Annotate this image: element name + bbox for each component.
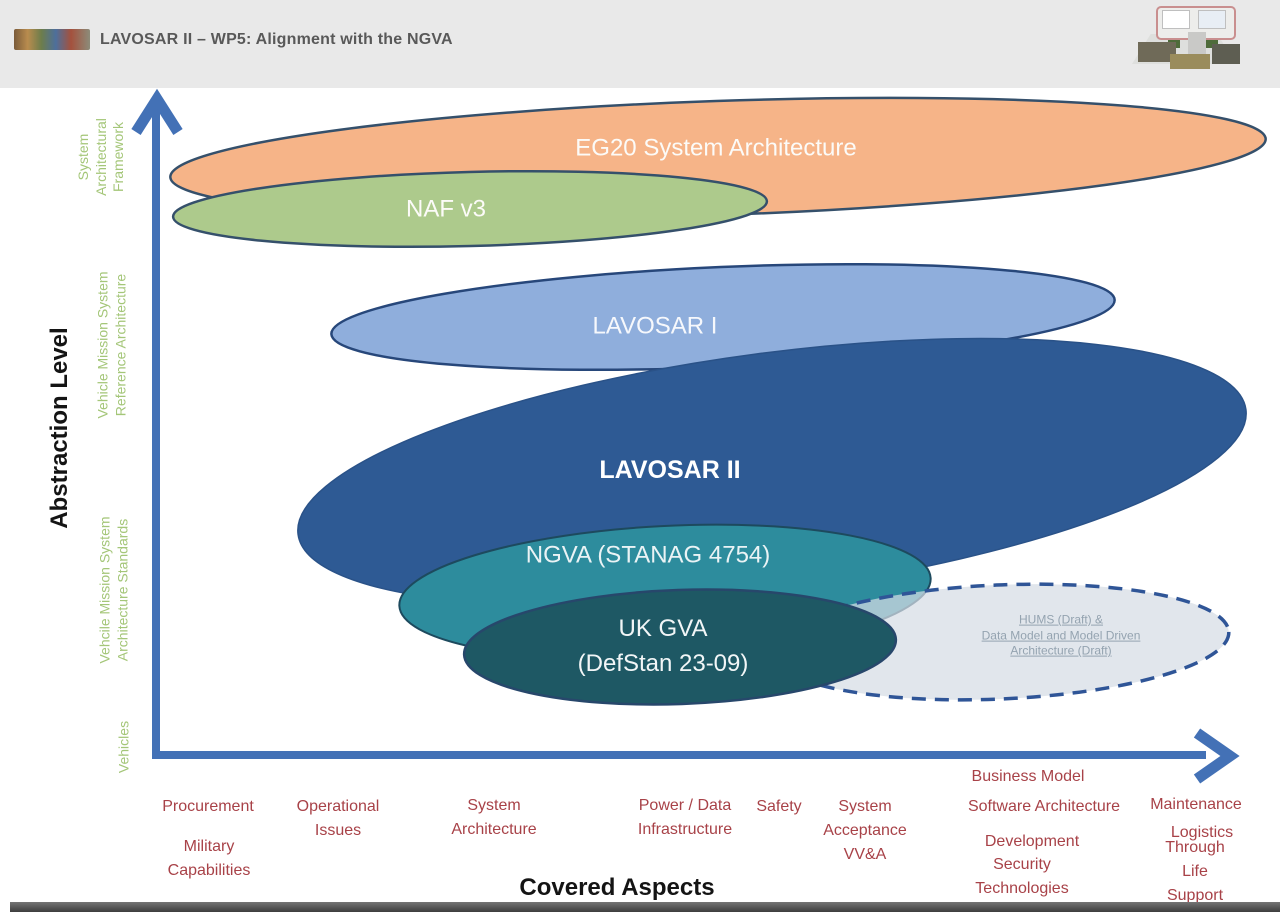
y-axis-arrowhead-icon — [131, 88, 183, 135]
y-tick-label: System Architectural Framework — [74, 118, 126, 196]
naf-v3-ellipse — [171, 169, 769, 249]
axis-layer — [131, 88, 1240, 784]
lavosar-2-label: LAVOSAR II — [599, 456, 741, 484]
x-category-label: Security Technologies — [975, 856, 1069, 897]
collage-screen-right — [1198, 10, 1226, 29]
y-tick-label: Vehicle Mission System Reference Archite… — [94, 271, 129, 419]
x-category-label: Operational Issues — [296, 798, 380, 839]
x-category-label: Safety — [756, 798, 802, 815]
uk-gva-ellipse — [462, 588, 898, 706]
x-category-label: Procurement — [162, 798, 254, 815]
hums-draft-label: HUMS (Draft) & Data Model and Model Driv… — [981, 612, 1141, 658]
x-axis-arrowhead-icon — [1193, 728, 1240, 784]
x-category-label: System Architecture — [451, 797, 537, 838]
collage-photo-right — [1212, 44, 1240, 64]
y-axis-title: Abstraction Level — [46, 327, 73, 529]
ngva-label: NGVA (STANAG 4754) — [525, 541, 771, 569]
x-category-label: Business Model — [971, 768, 1085, 785]
x-category-label: Through Life Support — [1165, 839, 1225, 904]
slide-title: LAVOSAR II – WP5: Alignment with the NGV… — [100, 31, 453, 48]
x-category-label: Maintenance — [1150, 796, 1242, 813]
ngva-collage-graphic — [1128, 4, 1240, 69]
slide-bottom-border — [10, 902, 1280, 912]
x-category-label: Military Capabilities — [167, 838, 251, 879]
x-category-label: Logistics — [1170, 824, 1234, 841]
x-axis-title: Covered Aspects — [519, 874, 715, 901]
x-category-label: System Acceptance VV&A — [823, 798, 907, 863]
collage-photo-left — [1138, 42, 1176, 62]
x-category-label: Development — [984, 833, 1080, 850]
lavosar-1-label: LAVOSAR I — [592, 312, 718, 340]
y-tick-label: Vehicles — [115, 720, 132, 774]
slide-header: LAVOSAR II – WP5: Alignment with the NGV… — [0, 0, 1280, 88]
x-category-label: Power / Data Infrastructure — [637, 797, 733, 838]
y-tick-label: Vehcile Mission System Architecture Stan… — [96, 516, 131, 664]
naf-v3-label: NAF v3 — [405, 195, 487, 223]
logo-photo-strip — [14, 29, 90, 50]
collage-photo-bottom — [1170, 54, 1210, 69]
x-category-label: Software Architecture — [967, 798, 1121, 815]
eg20-label: EG20 System Architecture — [575, 134, 857, 162]
ellipse-layer — [169, 96, 1267, 706]
collage-screen-left — [1162, 10, 1190, 29]
uk-gva-label: UK GVA (DefStan 23-09) — [577, 615, 749, 677]
